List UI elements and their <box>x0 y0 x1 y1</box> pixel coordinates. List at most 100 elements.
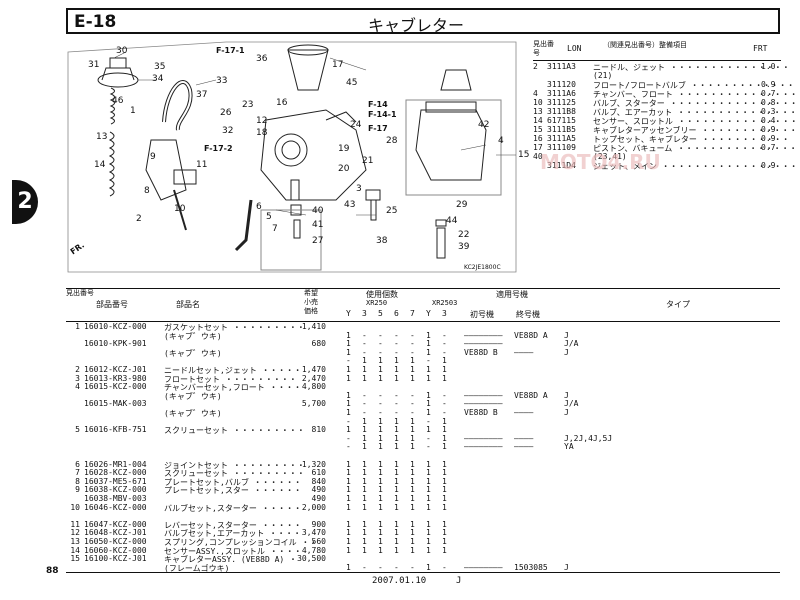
callout-27: 27 <box>312 236 324 246</box>
callout-38: 38 <box>376 236 388 246</box>
cell-qty: - <box>394 347 399 357</box>
cell-qty: 1 <box>378 519 383 529</box>
callout-29: 29 <box>456 200 468 210</box>
cell-type: J <box>564 347 569 357</box>
cell-part: 16010-KCZ-000 <box>84 322 147 331</box>
cell-price: 30,500 <box>297 554 326 564</box>
cell-qty: 1 <box>442 442 447 452</box>
lon-ref: 10 <box>533 98 543 107</box>
cell-qty: 1 <box>394 468 399 478</box>
cell-qty: 1 <box>378 502 383 512</box>
callout-17: 17 <box>332 60 344 70</box>
cell-qty: 1 <box>362 485 367 495</box>
cell-part: 16050-KCZ-000 <box>84 537 147 546</box>
lon-desc: ニードル、ジェット ・・・・・・・・・・・・・・・ <box>593 63 790 72</box>
lon-lon: 617115 <box>547 116 576 125</box>
lon-lon: 3111A6 <box>547 89 576 98</box>
cell-name: ガスケットセット ・・・・・・・・・ <box>164 323 305 332</box>
col-xr250: XR250 <box>366 299 388 307</box>
cell-name: スクリューセット ・・・・・・・・・ <box>164 469 305 479</box>
cell-price: 560 <box>311 537 326 546</box>
cell-type: J <box>564 330 569 340</box>
cell-qty: 1 <box>378 459 383 469</box>
lon-ref: 17 <box>533 143 543 152</box>
cell-qty: 1 <box>394 365 399 374</box>
exploded-diagram: 30 35 34 37 33 46 31 1 13 14 8 2 9 10 11… <box>66 40 530 277</box>
cell-qty: 1 <box>346 365 351 374</box>
cell-qty: 1 <box>346 373 351 383</box>
cell-ref: 1 <box>75 322 80 331</box>
lon-lon: 311125 <box>547 98 576 107</box>
cell-qty: 1 <box>394 545 399 555</box>
cell-ref: 8 <box>75 476 80 486</box>
ref-f14-1: F-14-1 <box>368 110 397 119</box>
cell-price: 1,320 <box>301 459 326 469</box>
cell-qty: 1 <box>442 365 447 374</box>
cell-qty: - <box>442 408 447 417</box>
cell-qty: 1 <box>362 373 367 383</box>
cell-qty: 1 <box>346 485 351 495</box>
lon-ref: 40 <box>533 152 543 161</box>
cell-type: J,2J,4J,5J <box>564 433 613 443</box>
cell-qty: 1 <box>346 339 351 349</box>
cell-qty: 1 <box>362 545 367 555</box>
callout-44: 44 <box>446 216 458 226</box>
callout-2: 2 <box>136 214 142 224</box>
cell-qty: 1 <box>378 528 383 538</box>
lon-ref: 14 <box>533 116 543 125</box>
cell-qty: 1 <box>378 494 383 503</box>
diagram-code: KC2JE1800C <box>464 264 501 271</box>
cell-qty: 1 <box>362 537 367 546</box>
ref-f17-1: F-17-1 <box>216 46 245 55</box>
callout-31: 31 <box>88 60 100 70</box>
cell-qty: 1 <box>362 365 367 374</box>
cell-name: センサーASSY.,スロットル ・・・・ <box>164 546 302 556</box>
col-apply: 適用号機 <box>496 290 528 299</box>
cell-qty: 1 <box>426 347 431 357</box>
cell-qty: - <box>362 390 367 400</box>
cell-name: プレートセット,バルブ ・・・・・・ <box>164 477 302 487</box>
cell-qty: 1 <box>442 433 447 443</box>
cell-qty: 1 <box>346 562 351 572</box>
callout-41: 41 <box>312 220 324 230</box>
callout-15: 15 <box>518 150 530 160</box>
lon-frt-header: FRT <box>753 44 768 53</box>
cell-qty: 1 <box>426 339 431 349</box>
cell-qty: 1 <box>426 476 431 486</box>
cell-qty: - <box>426 442 431 452</box>
cell-last: VE88D A <box>514 330 548 340</box>
cell-qty: 1 <box>426 459 431 469</box>
cell-qty: 1 <box>410 537 415 546</box>
cell-qty: 1 <box>394 537 399 546</box>
cell-last: ———— <box>514 433 534 443</box>
cell-qty: 1 <box>410 519 415 529</box>
cell-qty: 1 <box>346 408 351 417</box>
qty-col-head: 6 <box>394 309 399 318</box>
qty-col-head: Y <box>426 309 431 318</box>
cell-ref: 15 <box>70 554 80 564</box>
print-date: 2007.01.10 <box>372 576 427 586</box>
lon-frt: 0.4 <box>761 116 776 125</box>
cell-qty: - <box>394 339 399 349</box>
cell-qty: 1 <box>394 502 399 512</box>
cell-ref: 6 <box>75 459 80 469</box>
qty-col-head: Y <box>346 309 351 318</box>
cell-price: 1,410 <box>301 322 326 331</box>
cell-qty: 1 <box>426 545 431 555</box>
cell-qty: - <box>410 339 415 349</box>
cell-qty: 1 <box>410 459 415 469</box>
